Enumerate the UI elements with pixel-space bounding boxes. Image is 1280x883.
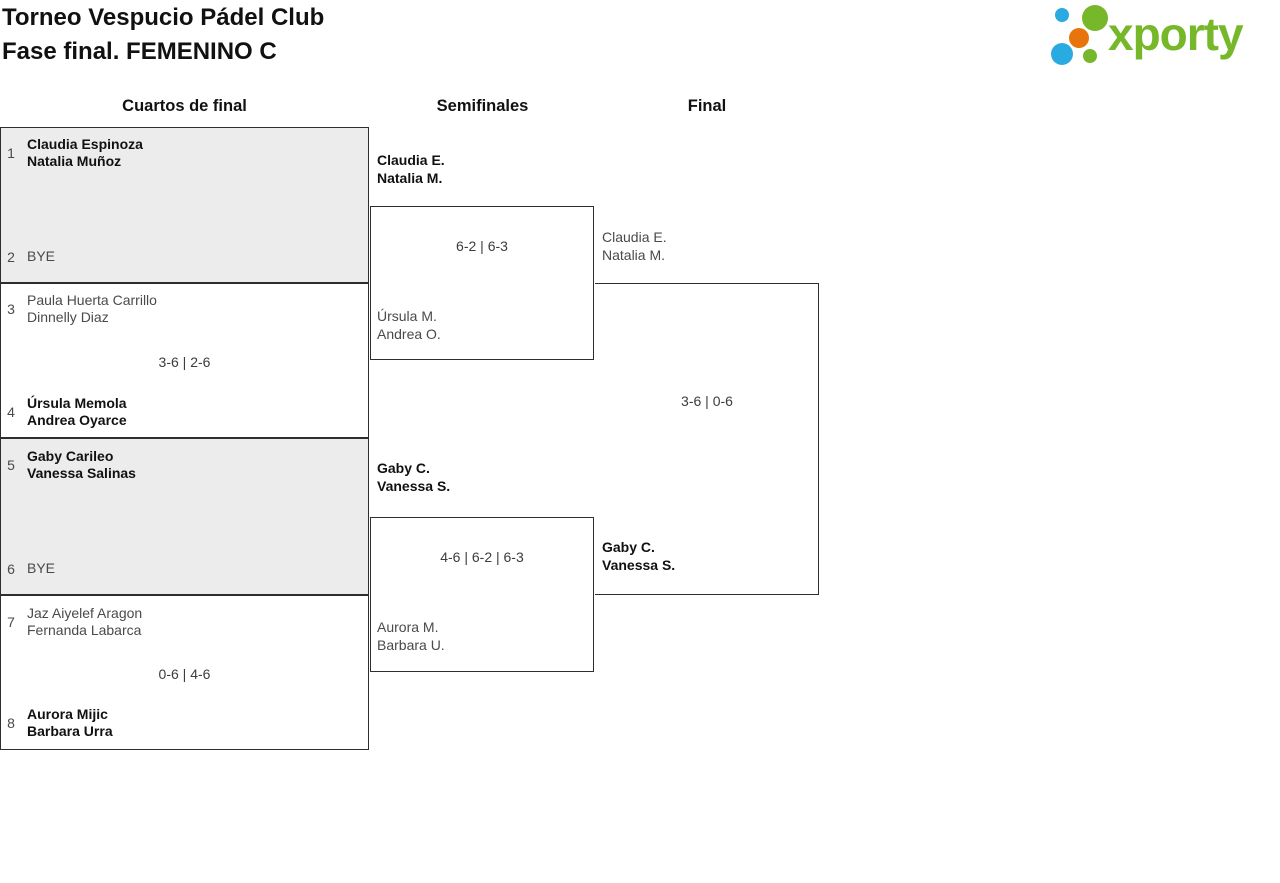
logo-text: xporty: [1108, 8, 1244, 60]
player-name: Claudia E.: [377, 152, 445, 168]
seed-number: 8: [7, 715, 15, 731]
qf4-score: 0-6 | 4-6: [158, 666, 211, 682]
final-pair-top: Claudia E. Natalia M.: [602, 228, 667, 264]
round-header-quarterfinals: Cuartos de final: [122, 97, 247, 115]
logo-dot-blue-small: [1055, 8, 1069, 22]
pair-names: Gaby Carileo Vanessa Salinas: [27, 448, 136, 482]
pair-names: Paula Huerta Carrillo Dinnelly Diaz: [27, 292, 157, 326]
qf-match-1-box: [0, 127, 369, 283]
logo-dot-green-large: [1082, 5, 1108, 31]
pair-names: Gaby C. Vanessa S.: [377, 459, 450, 495]
seed-number: 1: [7, 145, 15, 161]
player-name: Claudia Espinoza: [27, 136, 143, 152]
pair-names: Aurora M. Barbara U.: [377, 618, 445, 654]
qf-match-3-box: [0, 438, 369, 595]
logo-dot-green-small: [1083, 49, 1097, 63]
tournament-title: Torneo Vespucio Pádel Club: [2, 4, 325, 31]
qf1-pair-bottom: 2 BYE: [2, 248, 55, 265]
pair-names: BYE: [27, 560, 55, 577]
sf1-score: 6-2 | 6-3: [456, 238, 508, 254]
pair-names: Claudia E. Natalia M.: [602, 228, 667, 264]
sf2-score: 4-6 | 6-2 | 6-3: [440, 549, 524, 565]
player-name: Jaz Aiyelef Aragon: [27, 605, 143, 621]
player-name: Gaby C.: [602, 539, 655, 555]
pair-names: Úrsula Memola Andrea Oyarce: [27, 395, 127, 429]
player-name: Gaby C.: [377, 460, 430, 476]
player-name: BYE: [27, 560, 56, 576]
sf1-pair-bottom: Úrsula M. Andrea O.: [377, 307, 441, 343]
player-name: Vanessa S.: [377, 478, 451, 494]
pair-names: BYE: [27, 248, 55, 265]
pair-names: Gaby C. Vanessa S.: [602, 538, 675, 574]
player-name: Vanessa S.: [602, 557, 676, 573]
player-name: Dinnelly Diaz: [27, 309, 109, 325]
player-name: Andrea Oyarce: [27, 412, 127, 428]
qf3-pair-bottom: 6 BYE: [2, 560, 55, 577]
qf1-pair-top: 1 Claudia Espinoza Natalia Muñoz: [2, 136, 143, 170]
sf-match-2-box: [370, 517, 594, 672]
seed-number: 7: [7, 614, 15, 630]
player-name: Úrsula Memola: [27, 395, 127, 411]
seed-number: 4: [7, 404, 15, 420]
pair-names: Jaz Aiyelef Aragon Fernanda Labarca: [27, 605, 142, 639]
player-name: Fernanda Labarca: [27, 622, 142, 638]
qf2-pair-bottom: 4 Úrsula Memola Andrea Oyarce: [2, 395, 127, 429]
final-pair-bottom: Gaby C. Vanessa S.: [602, 538, 675, 574]
player-name: Natalia M.: [377, 170, 443, 186]
tournament-subtitle: Fase final. FEMENINO C: [2, 38, 277, 65]
qf3-pair-top: 5 Gaby Carileo Vanessa Salinas: [2, 448, 136, 482]
player-name: Aurora Mijic: [27, 706, 108, 722]
round-header-final: Final: [687, 97, 727, 115]
final-box: [595, 283, 819, 595]
sf2-pair-top: Gaby C. Vanessa S.: [377, 459, 450, 495]
qf4-pair-top: 7 Jaz Aiyelef Aragon Fernanda Labarca: [2, 605, 142, 639]
player-name: Úrsula M.: [377, 308, 437, 324]
seed-number: 5: [7, 457, 15, 473]
player-name: Vanessa Salinas: [27, 465, 136, 481]
qf2-score: 3-6 | 2-6: [158, 354, 211, 370]
logo-dot-orange: [1069, 28, 1089, 48]
player-name: Natalia Muñoz: [27, 153, 122, 169]
pair-names: Claudia E. Natalia M.: [377, 151, 445, 187]
pair-names: Úrsula M. Andrea O.: [377, 307, 441, 343]
player-name: Claudia E.: [602, 229, 667, 245]
qf-match-4-box: [0, 595, 369, 750]
player-name: Andrea O.: [377, 326, 441, 342]
player-name: Barbara U.: [377, 637, 445, 653]
final-score: 3-6 | 0-6: [681, 393, 733, 409]
logo-dot-blue-large: [1051, 43, 1073, 65]
player-name: Natalia M.: [602, 247, 666, 263]
sf-match-1-box: [370, 206, 594, 360]
sf2-pair-bottom: Aurora M. Barbara U.: [377, 618, 445, 654]
sf1-pair-top: Claudia E. Natalia M.: [377, 151, 445, 187]
seed-number: 3: [7, 301, 15, 317]
player-name: Paula Huerta Carrillo: [27, 292, 157, 308]
player-name: BYE: [27, 248, 56, 264]
seed-number: 2: [7, 248, 15, 265]
pair-names: Claudia Espinoza Natalia Muñoz: [27, 136, 143, 170]
player-name: Gaby Carileo: [27, 448, 114, 464]
pair-names: Aurora Mijic Barbara Urra: [27, 706, 113, 740]
qf-match-2-box: [0, 283, 369, 438]
round-header-semifinals: Semifinales: [436, 97, 529, 115]
qf4-pair-bottom: 8 Aurora Mijic Barbara Urra: [2, 706, 113, 740]
seed-number: 6: [7, 560, 15, 577]
qf2-pair-top: 3 Paula Huerta Carrillo Dinnelly Diaz: [2, 292, 157, 326]
player-name: Aurora M.: [377, 619, 439, 635]
player-name: Barbara Urra: [27, 723, 113, 739]
